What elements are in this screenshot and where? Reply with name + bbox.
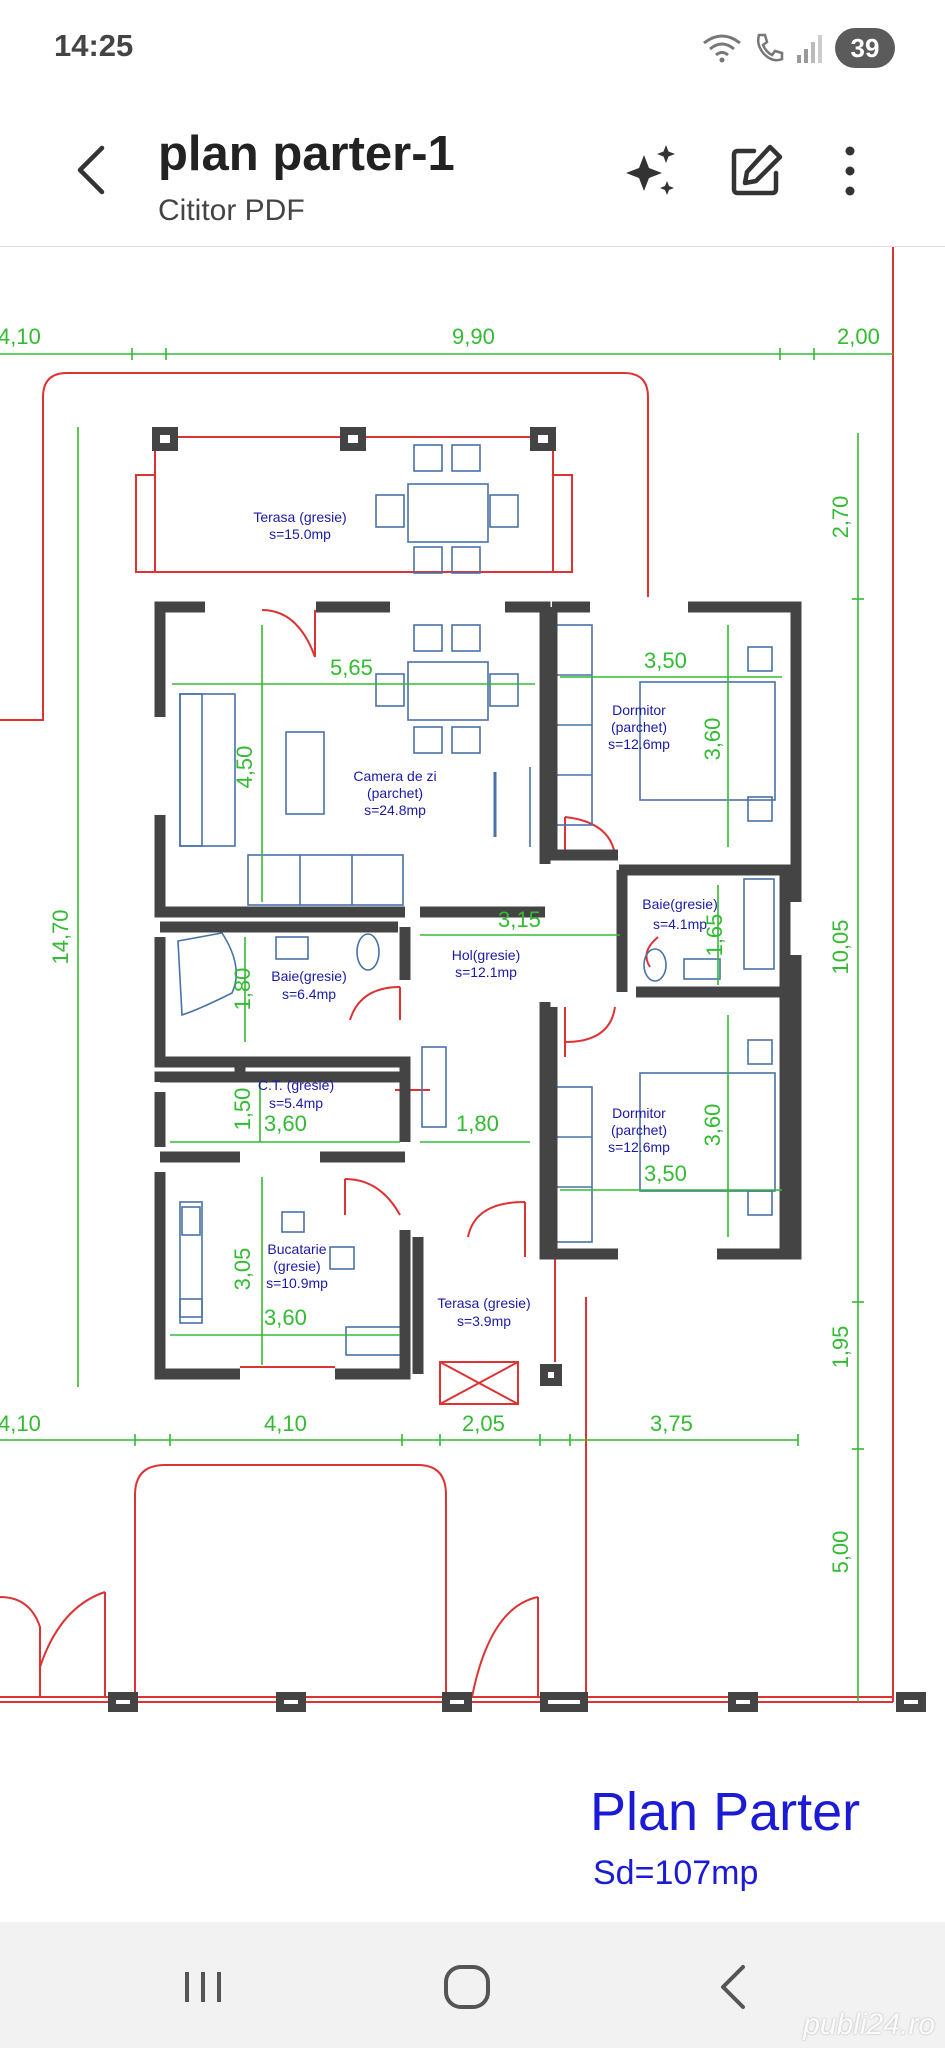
room-terasa-top-area: s=15.0mp — [269, 526, 331, 542]
dim-bed2-width: 3,50 — [644, 1161, 687, 1186]
room-bath-small-area: s=4.1mp — [653, 916, 707, 932]
dim-bottom-c: 3,75 — [650, 1411, 693, 1436]
app-subtitle: Cititor PDF — [158, 194, 305, 227]
dim-top-mid: 9,90 — [452, 324, 495, 349]
room-living-area: s=24.8mp — [364, 802, 426, 818]
back-nav-icon[interactable] — [698, 1952, 768, 2022]
dim-right-bottom: 5,00 — [828, 1531, 853, 1574]
status-icons: 39 — [701, 26, 895, 70]
call-icon — [756, 33, 784, 62]
dim-bottom-a: 4,10 — [264, 1411, 307, 1436]
plan-caption-area: Sd=107mp — [593, 1854, 758, 1892]
dim-kitchen-width: 3,60 — [264, 1305, 307, 1330]
room-bed1-name: Dormitor — [612, 702, 666, 718]
dim-top-right: 2,00 — [837, 324, 880, 349]
room-bed2-floor: (parchet) — [611, 1122, 667, 1138]
watermark: publi24.ro — [803, 2008, 935, 2041]
dim-bath2-height: 1,65 — [702, 914, 727, 957]
dim-living-width: 5,65 — [330, 655, 373, 680]
plan-caption-title: Plan Parter — [590, 1782, 860, 1842]
room-kitchen-name: Bucatarie — [267, 1241, 326, 1257]
room-terasa-bottom-area: s=3.9mp — [457, 1313, 511, 1329]
floor-plan-drawing: 4,10 9,90 2,00 14,70 2,70 10,05 1,95 5,0… — [0, 247, 926, 1892]
app-bar: plan parter-1 Cititor PDF — [0, 96, 945, 247]
dim-living-height: 4,50 — [232, 746, 257, 789]
recent-apps-icon[interactable] — [168, 1952, 238, 2022]
room-bath-small-name: Baie(gresie) — [642, 896, 717, 912]
dim-bed2-height: 3,60 — [700, 1104, 725, 1147]
dim-corridor-width: 1,80 — [456, 1111, 499, 1136]
document-title: plan parter-1 — [158, 127, 455, 181]
battery-badge: 39 — [835, 28, 895, 68]
dim-bottom-b: 2,05 — [462, 1411, 505, 1436]
more-options-icon[interactable] — [820, 141, 880, 201]
room-bed2-area: s=12.6mp — [608, 1139, 670, 1155]
room-bed1-area: s=12.6mp — [608, 736, 670, 752]
dim-bath-height: 1,80 — [230, 968, 255, 1011]
dim-bottom-left: 4,10 — [0, 1411, 41, 1436]
room-hall-name: Hol(gresie) — [452, 947, 520, 963]
room-living-floor: (parchet) — [367, 785, 423, 801]
dim-top-left: 4,10 — [0, 324, 41, 349]
ai-sparkle-icon[interactable] — [622, 141, 682, 201]
room-bath-area: s=6.4mp — [282, 986, 336, 1002]
room-kitchen-area: s=10.9mp — [266, 1275, 328, 1291]
signal-icon — [797, 35, 822, 63]
dim-ct-width: 3,60 — [264, 1111, 307, 1136]
status-bar: 14:25 39 — [0, 0, 945, 96]
room-bed1-floor: (parchet) — [611, 719, 667, 735]
room-ct-name: C.T. (gresie) — [258, 1077, 334, 1093]
room-bed2-name: Dormitor — [612, 1105, 666, 1121]
back-arrow-icon[interactable] — [64, 140, 124, 200]
dim-bed1-height: 3,60 — [700, 718, 725, 761]
dim-ct-height: 1,50 — [230, 1088, 255, 1131]
room-kitchen-floor: (gresie) — [273, 1258, 320, 1274]
dim-left-height: 14,70 — [48, 909, 73, 964]
dim-kitchen-height: 3,05 — [230, 1248, 255, 1291]
dim-right-low: 1,95 — [828, 1326, 853, 1369]
dim-bed1-width: 3,50 — [644, 648, 687, 673]
dim-hall-width: 3,15 — [498, 907, 541, 932]
room-terasa-top-name: Terasa (gresie) — [253, 509, 346, 525]
system-navigation-bar: publi24.ro — [0, 1922, 945, 2048]
room-hall-area: s=12.1mp — [455, 964, 517, 980]
home-icon[interactable] — [432, 1952, 502, 2022]
dim-right-mid: 10,05 — [828, 919, 853, 974]
pdf-page-view[interactable]: 4,10 9,90 2,00 14,70 2,70 10,05 1,95 5,0… — [0, 247, 945, 1922]
room-living-name: Camera de zi — [353, 768, 436, 784]
edit-icon[interactable] — [726, 141, 786, 201]
dim-right-terrace: 2,70 — [828, 496, 853, 539]
wifi-icon — [703, 34, 741, 63]
room-bath-name: Baie(gresie) — [271, 968, 346, 984]
status-time: 14:25 — [54, 28, 134, 63]
room-terasa-bottom-name: Terasa (gresie) — [437, 1295, 530, 1311]
room-ct-area: s=5.4mp — [269, 1095, 323, 1111]
